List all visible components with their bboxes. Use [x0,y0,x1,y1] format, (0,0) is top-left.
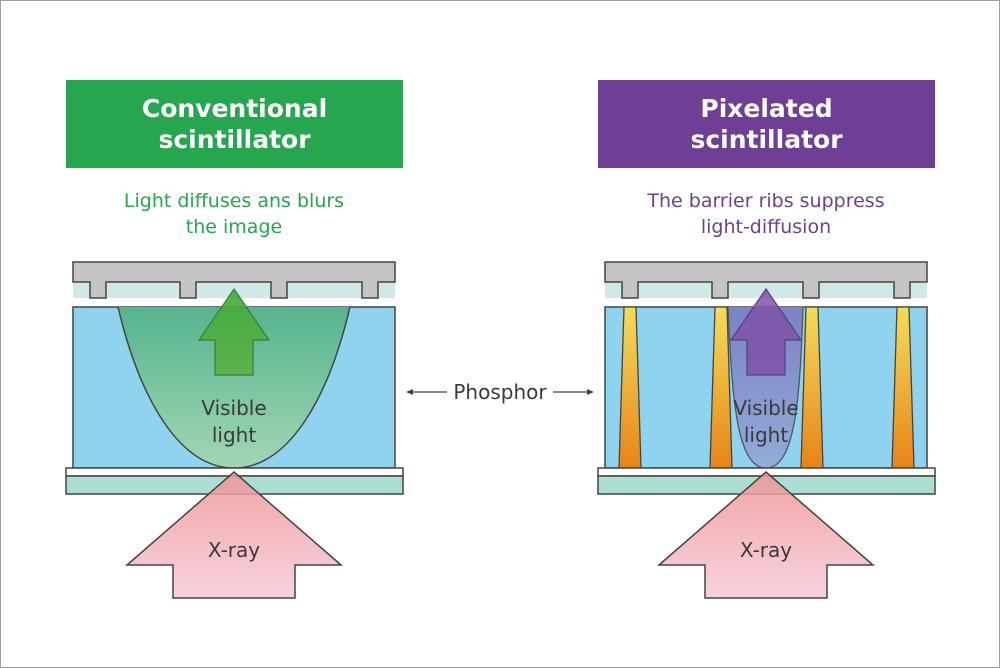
conventional-title-line2: scintillator [158,125,311,154]
conventional-subtitle-line1: Light diffuses ans blurs [123,190,345,212]
conventional-header: Conventional scintillator [66,80,403,168]
conventional-title-line1: Conventional [141,94,328,123]
pixelated-header: Pixelated scintillator [598,80,935,168]
right-pointer-arrowhead-icon [587,389,594,395]
pixelated-subtitle-line1: The barrier ribs suppress [647,190,885,212]
pixelated-photodiode-plate [604,261,928,299]
conventional-light-cone [118,307,350,468]
conventional-xray-label: X-ray [208,538,260,562]
pixelated-detector: Visible light X-ray [597,261,936,599]
pixelated-xray-label: X-ray [740,538,792,562]
pixelated-title-line2: scintillator [690,125,843,154]
phosphor-callout: Phosphor [406,380,594,404]
conventional-visible-label-line1: Visible [201,396,266,420]
conventional-xray-arrow-icon [124,471,344,599]
conventional-light-up-arrow-icon [197,287,271,376]
pixelated-xray-arrow-icon [656,471,876,599]
conventional-photodiode-plate [72,261,396,299]
pixelated-light-up-arrow-icon [729,287,803,376]
left-pointer-arrowhead-icon [406,389,413,395]
conventional-detector: Visible light X-ray [65,261,404,599]
phosphor-label: Phosphor [453,380,547,404]
pixelated-visible-label-line1: Visible [733,396,798,420]
pixelated-visible-label-line2: light [744,423,788,447]
pixelated-subtitle: The barrier ribs suppress light-diffusio… [566,188,966,240]
conventional-visible-label-line2: light [212,423,256,447]
conventional-subtitle-line2: the image [185,216,283,238]
pixelated-title-line1: Pixelated [700,94,833,123]
pixelated-subtitle-line2: light-diffusion [700,216,832,238]
conventional-subtitle: Light diffuses ans blurs the image [34,188,434,240]
